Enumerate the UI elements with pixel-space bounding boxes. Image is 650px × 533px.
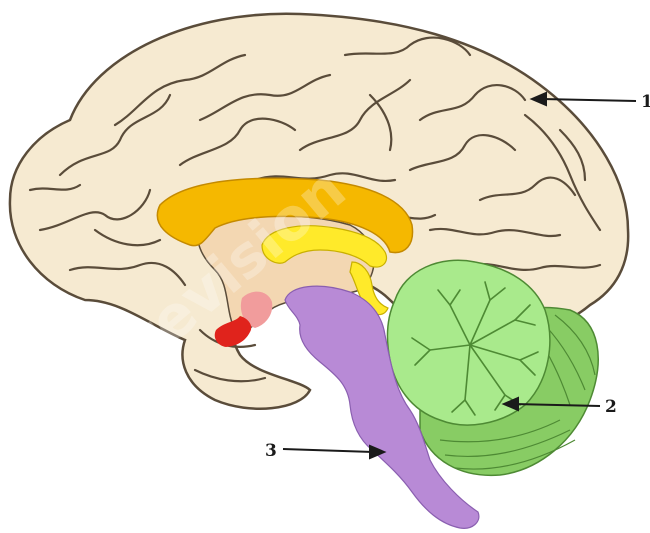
label-2: 2 xyxy=(605,397,617,417)
label-3: 3 xyxy=(265,441,277,461)
arrow-3-line xyxy=(283,449,373,452)
label-1: 1 xyxy=(641,92,650,112)
